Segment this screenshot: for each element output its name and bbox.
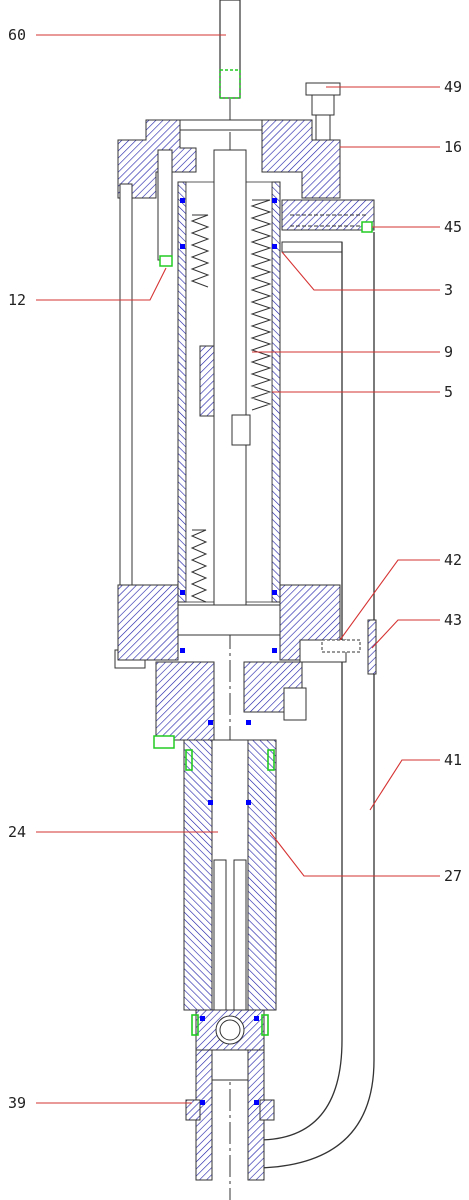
label-42: 42 (444, 551, 462, 569)
top-cap (117, 119, 341, 199)
top-rod (219, 0, 241, 99)
o-rings (185, 749, 275, 1036)
leader-42 (339, 559, 440, 641)
lower-housing (153, 661, 307, 749)
label-60: 60 (8, 26, 26, 44)
label-12: 12 (8, 291, 26, 309)
label-43: 43 (444, 611, 462, 629)
seals (180, 198, 277, 1105)
leader-12 (36, 267, 167, 301)
label-3: 3 (444, 281, 453, 299)
label-49: 49 (444, 78, 462, 96)
callout-labels: 60 12 24 39 49 16 45 3 9 5 42 43 41 27 (8, 26, 462, 1112)
side-block (281, 199, 375, 253)
pump-body (183, 739, 277, 1011)
leader-41 (369, 759, 440, 811)
spring-left (190, 214, 210, 288)
piston-rod (199, 149, 251, 621)
leader-43 (371, 619, 440, 649)
leader-3 (281, 251, 440, 291)
label-16: 16 (444, 138, 462, 156)
leader-lines (36, 34, 440, 1104)
label-5: 5 (444, 383, 453, 401)
leader-27 (269, 831, 440, 877)
side-fitting (321, 619, 377, 675)
spring-right (250, 199, 272, 411)
label-9: 9 (444, 343, 453, 361)
label-41: 41 (444, 751, 462, 769)
outer-tube (257, 232, 375, 1169)
label-27: 27 (444, 867, 462, 885)
spring-lower-left (190, 529, 208, 603)
label-45: 45 (444, 218, 462, 236)
label-39: 39 (8, 1094, 26, 1112)
valve-housing (195, 1009, 265, 1051)
inlet-fitting (185, 1049, 275, 1181)
label-24: 24 (8, 823, 26, 841)
